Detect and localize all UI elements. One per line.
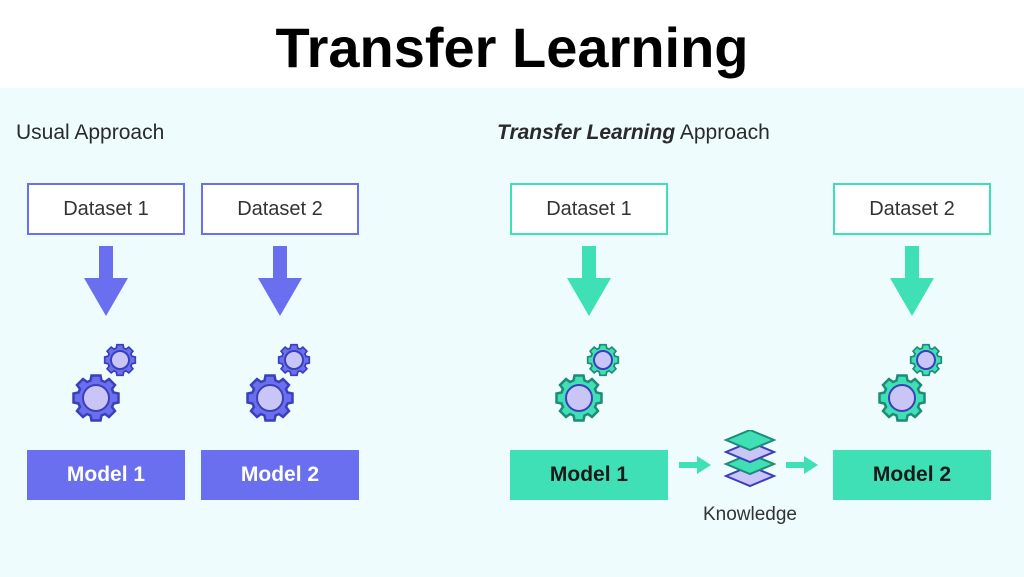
usual-approach-heading: Usual Approach [16,121,165,144]
knowledge-label: Knowledge [702,504,798,525]
transfer-heading-emphasis: Transfer Learning [497,121,676,144]
diagram-panel: Usual Approach Dataset 1 Dataset 2 Model… [0,88,1024,577]
right-arrow-icon [786,456,818,474]
down-arrow-icon [84,246,128,316]
gears-icon [246,343,311,422]
gears-icon [555,343,620,422]
transfer-model-2-box: Model 2 [833,450,991,500]
right-arrow-icon [679,456,711,474]
usual-model-1-box: Model 1 [27,450,185,500]
usual-dataset-2-box: Dataset 2 [201,183,359,235]
down-arrow-icon [567,246,611,316]
transfer-dataset-2-box: Dataset 2 [833,183,991,235]
transfer-model-1-box: Model 1 [510,450,668,500]
transfer-dataset-1-box: Dataset 1 [510,183,668,235]
down-arrow-icon [258,246,302,316]
page-title: Transfer Learning [275,16,749,79]
down-arrow-icon [890,246,934,316]
transfer-approach-heading: Transfer Learning Approach [497,120,770,146]
transfer-heading-rest: Approach [675,121,770,144]
layers-icon [723,430,777,488]
gears-icon [72,343,137,422]
usual-dataset-1-box: Dataset 1 [27,183,185,235]
usual-model-2-box: Model 2 [201,450,359,500]
gears-icon [878,343,943,422]
